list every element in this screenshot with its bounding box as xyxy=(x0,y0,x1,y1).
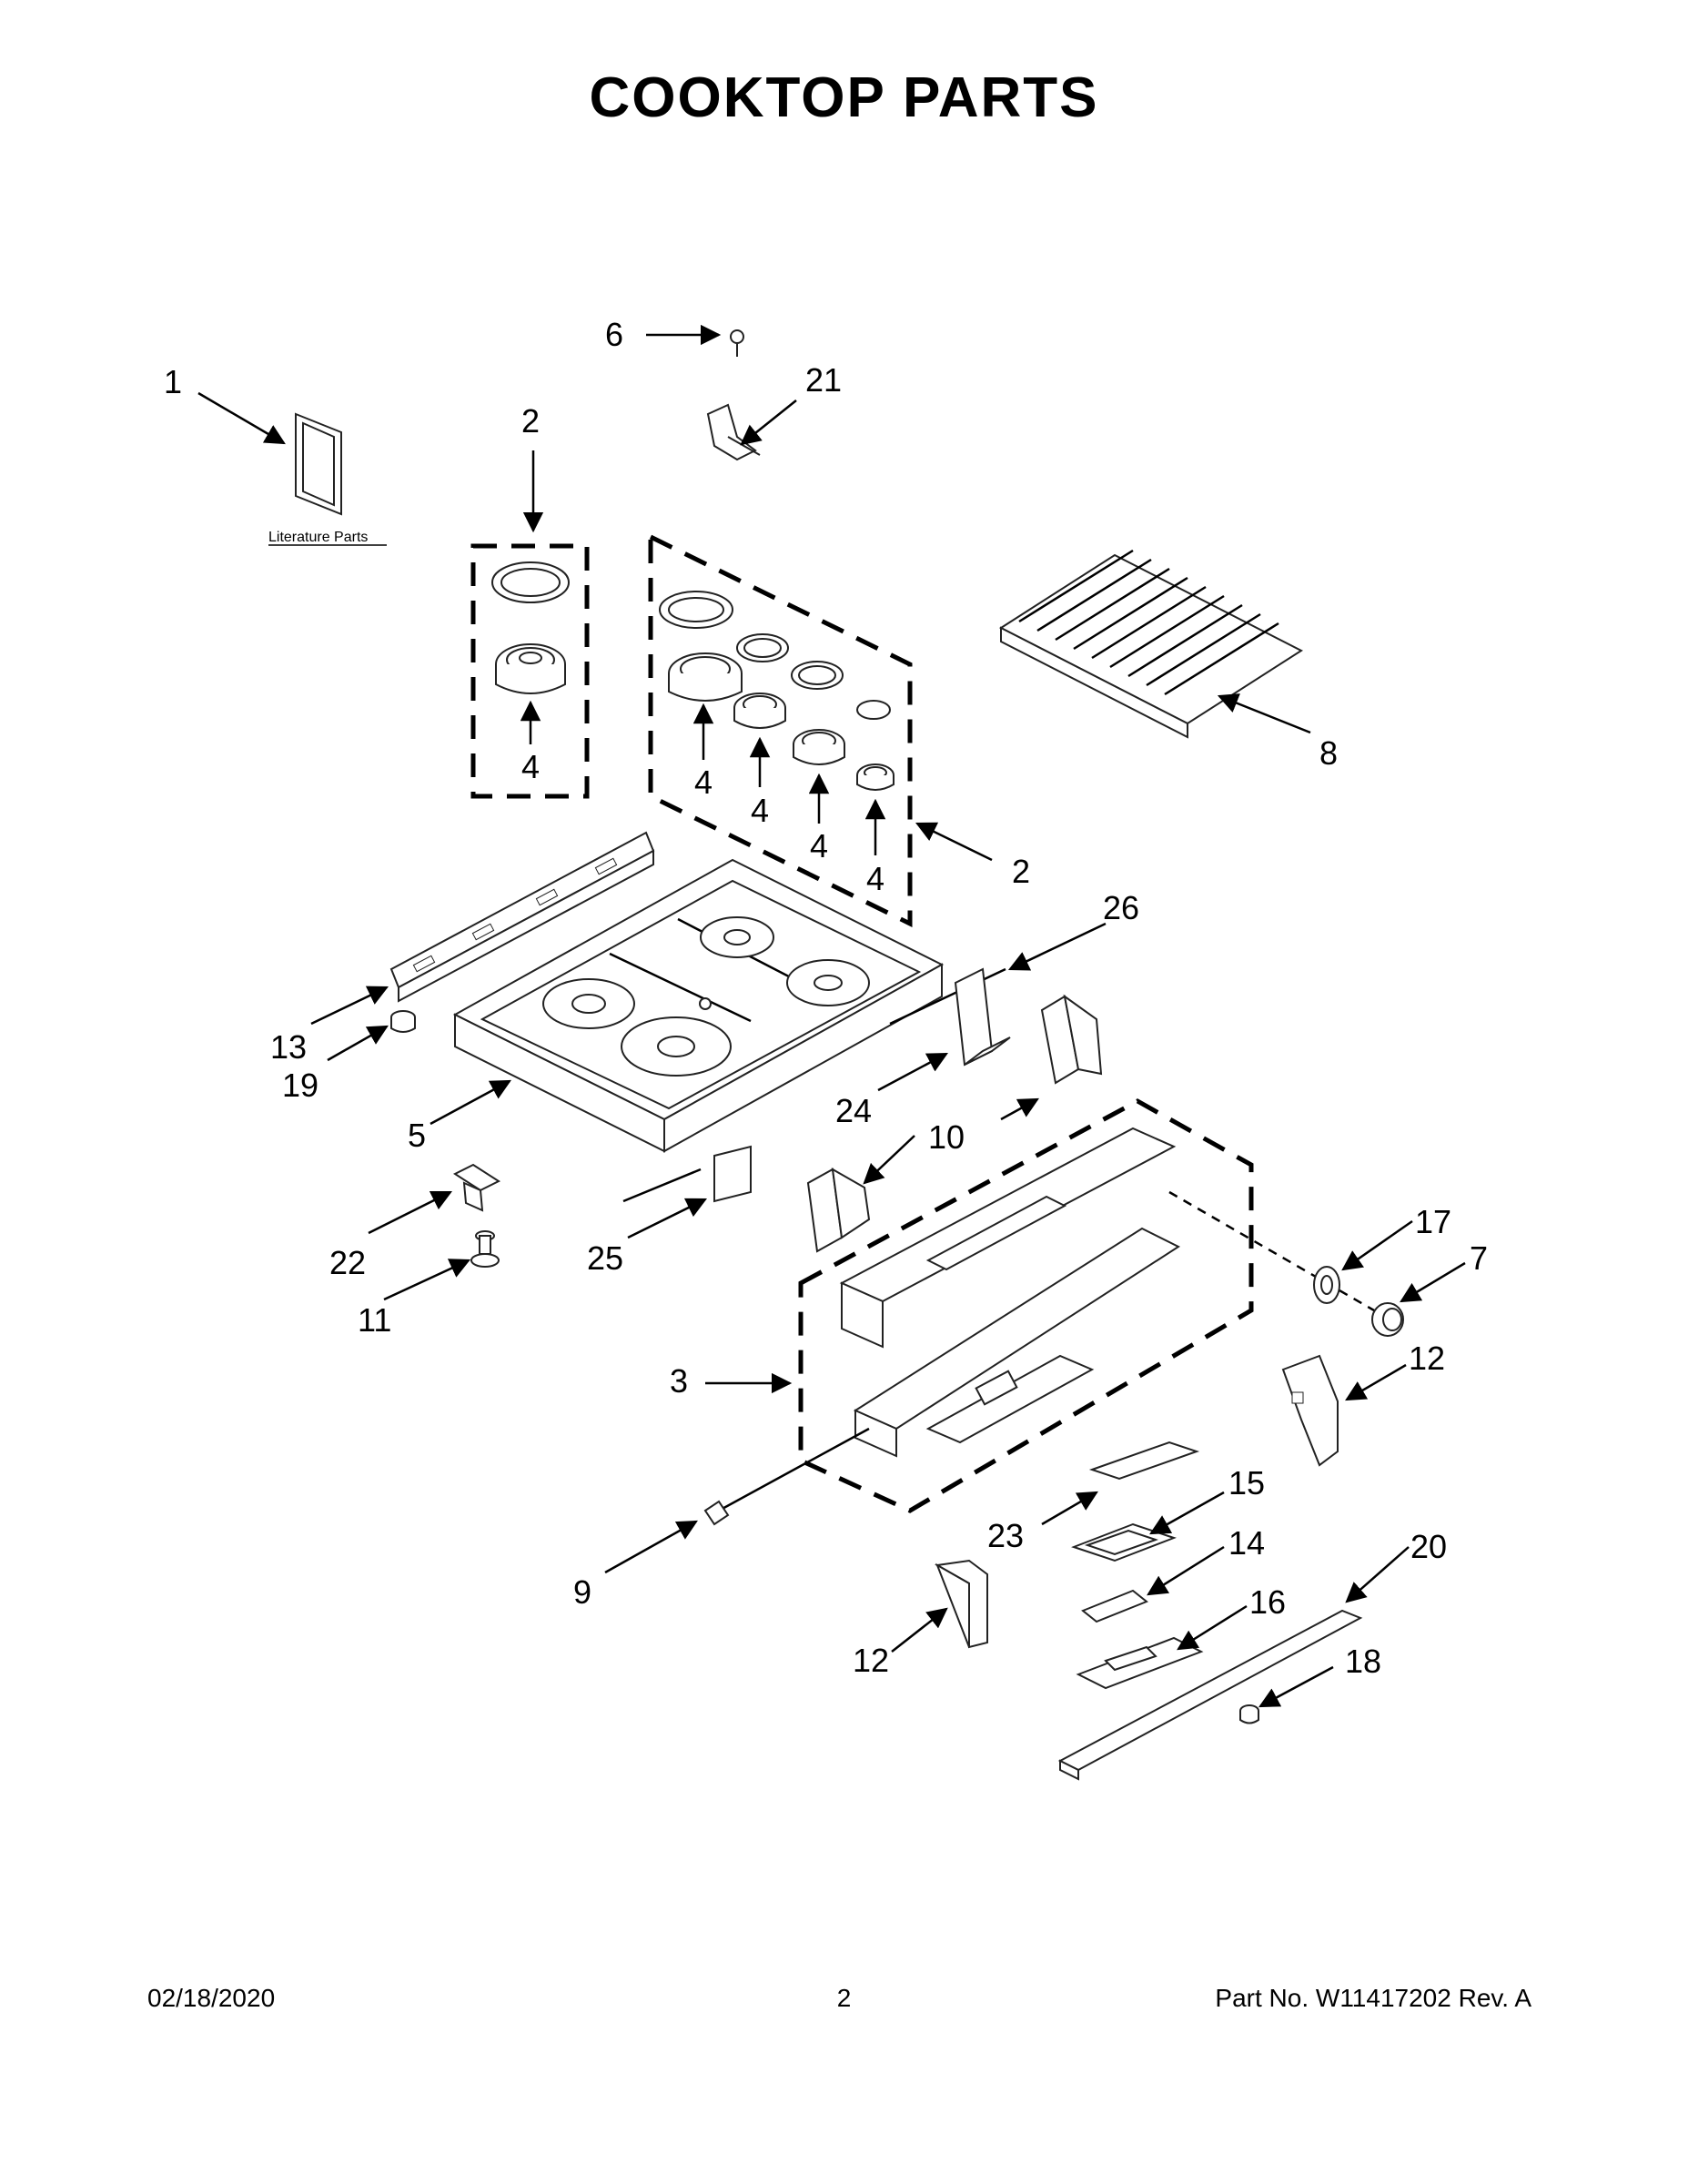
callout-4-b: 4 xyxy=(751,792,769,829)
cooktop-part-5 xyxy=(452,858,945,1153)
literature-label: Literature Parts xyxy=(268,530,368,545)
board-part-15 xyxy=(1071,1522,1177,1562)
screw-part-6 xyxy=(730,329,744,357)
callout-9: 9 xyxy=(573,1573,591,1611)
burner-group-single xyxy=(470,543,590,799)
callout-12-right: 12 xyxy=(1409,1340,1445,1377)
callout-10: 10 xyxy=(928,1118,965,1156)
footer-page-number: 2 xyxy=(836,1984,852,2012)
callout-2-left: 2 xyxy=(521,402,540,440)
callout-6: 6 xyxy=(605,316,623,353)
screw-part-9 xyxy=(703,1427,870,1526)
control-panel-group xyxy=(798,1098,1254,1513)
bracket-part-10-left xyxy=(806,1168,871,1253)
wire-part-26 xyxy=(889,967,1006,1026)
knob-shaft-line xyxy=(1168,1190,1375,1312)
end-cap-part-12-right xyxy=(1281,1354,1339,1467)
footer-part-number: Part No. W11417202 Rev. A xyxy=(1215,1984,1531,2012)
callout-1: 1 xyxy=(164,363,182,400)
callout-7: 7 xyxy=(1470,1239,1488,1277)
callout-4-single: 4 xyxy=(521,748,540,785)
shield-part-16 xyxy=(1076,1636,1204,1690)
callout-4-d: 4 xyxy=(866,860,884,897)
callouts: 1 2 2 3 4 4 4 4 4 5 6 7 8 9 10 11 12 12 … xyxy=(164,316,1488,1680)
bezel-part-17 xyxy=(1313,1266,1340,1304)
control-panel-part-3 xyxy=(839,1127,1181,1458)
callout-24: 24 xyxy=(835,1092,872,1129)
callout-3: 3 xyxy=(670,1362,688,1400)
callout-2-right: 2 xyxy=(1012,853,1030,890)
callout-4-a: 4 xyxy=(694,763,713,801)
callout-15: 15 xyxy=(1228,1464,1265,1502)
callout-17: 17 xyxy=(1415,1203,1451,1240)
bracket-part-10-right xyxy=(1040,994,1103,1085)
rod-part-25 xyxy=(622,1168,702,1203)
burner-group-multi xyxy=(648,532,913,928)
plate-part-25 xyxy=(713,1145,752,1203)
page-title: COOKTOP PARTS xyxy=(589,66,1099,129)
nut-part-18 xyxy=(1239,1704,1259,1724)
callout-14: 14 xyxy=(1228,1524,1265,1562)
overlay-part-23 xyxy=(1088,1441,1200,1481)
burner-caps-multi xyxy=(659,591,891,720)
callout-16: 16 xyxy=(1249,1583,1286,1621)
bracket-part-24 xyxy=(954,967,1011,1067)
burner-heads-multi xyxy=(668,652,895,791)
callout-5: 5 xyxy=(408,1117,426,1154)
clip-part-22 xyxy=(452,1163,501,1212)
knob-part-7 xyxy=(1371,1302,1404,1337)
cap-part-19 xyxy=(390,1010,416,1033)
literature-part: Literature Parts xyxy=(268,412,387,546)
callout-19: 19 xyxy=(282,1067,318,1104)
trim-part-20 xyxy=(1057,1609,1363,1781)
callout-11: 11 xyxy=(358,1301,391,1339)
callout-18: 18 xyxy=(1345,1643,1381,1680)
grate-part-8 xyxy=(998,549,1304,739)
callout-22: 22 xyxy=(329,1244,366,1281)
leader-lines xyxy=(197,324,1466,1708)
bracket-part-21 xyxy=(706,403,761,461)
callout-4-c: 4 xyxy=(810,827,828,864)
burner-cap-single xyxy=(491,561,570,603)
manifold-part-13 xyxy=(389,831,655,1003)
end-cap-part-12-left xyxy=(934,1559,988,1649)
leg-part-11 xyxy=(470,1230,500,1268)
callout-23: 23 xyxy=(987,1517,1024,1554)
burner-head-single xyxy=(495,643,566,694)
board-part-14 xyxy=(1081,1589,1148,1623)
footer-date: 02/18/2020 xyxy=(147,1984,276,2012)
callout-21: 21 xyxy=(805,361,842,399)
callout-13: 13 xyxy=(270,1028,307,1066)
callout-8: 8 xyxy=(1319,734,1338,772)
callout-25: 25 xyxy=(587,1239,623,1277)
callout-26: 26 xyxy=(1103,889,1139,926)
callout-12-left: 12 xyxy=(853,1642,889,1679)
callout-20: 20 xyxy=(1410,1528,1447,1565)
